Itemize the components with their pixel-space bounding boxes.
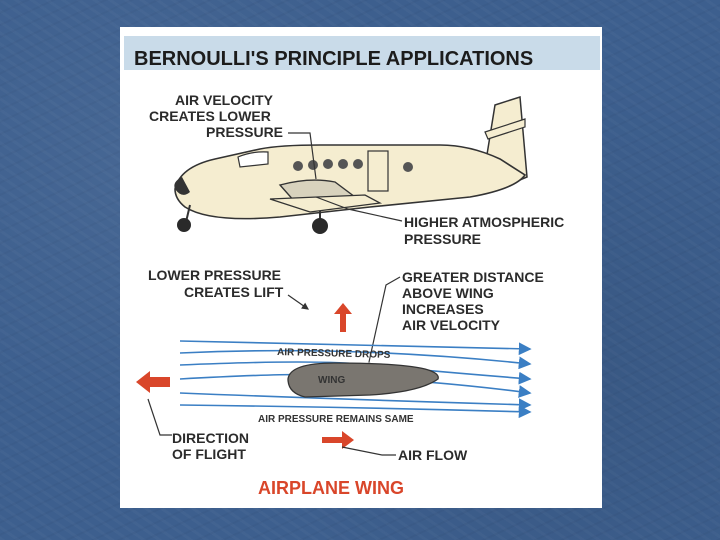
pressure-same-label: AIR PRESSURE REMAINS SAME	[258, 414, 414, 425]
higher-pressure-label: HIGHER ATMOSPHERIC PRESSURE	[404, 214, 568, 247]
airplane-illustration	[174, 95, 528, 234]
air-velocity-label: AIR VELOCITY CREATES LOWER PRESSURE	[149, 92, 283, 140]
air-flow-lines	[179, 340, 532, 419]
pressure-drops-label: AIR PRESSURE DROPS	[277, 347, 391, 361]
airplane-wing-caption: AIRPLANE WING	[258, 478, 404, 498]
diagram-title: BERNOULLI'S PRINCIPLE APPLICATIONS	[134, 48, 533, 70]
lower-pressure-label: LOWER PRESSURE CREATES LIFT	[148, 267, 285, 300]
lift-arrow	[334, 303, 352, 332]
bernoulli-diagram: BERNOULLI'S PRINCIPLE APPLICATIONS	[124, 36, 600, 498]
wing-label: WING	[318, 375, 345, 386]
diagram-card: BERNOULLI'S PRINCIPLE APPLICATIONS	[120, 27, 602, 508]
direction-label: DIRECTION OF FLIGHT	[172, 430, 253, 462]
wing-airfoil	[287, 362, 439, 398]
air-flow-label: AIR FLOW	[398, 447, 468, 463]
title-band	[124, 36, 600, 70]
direction-arrow	[136, 371, 170, 393]
air-flow-arrow	[322, 431, 354, 449]
greater-distance-label: GREATER DISTANCE ABOVE WING INCREASES AI…	[402, 269, 548, 333]
